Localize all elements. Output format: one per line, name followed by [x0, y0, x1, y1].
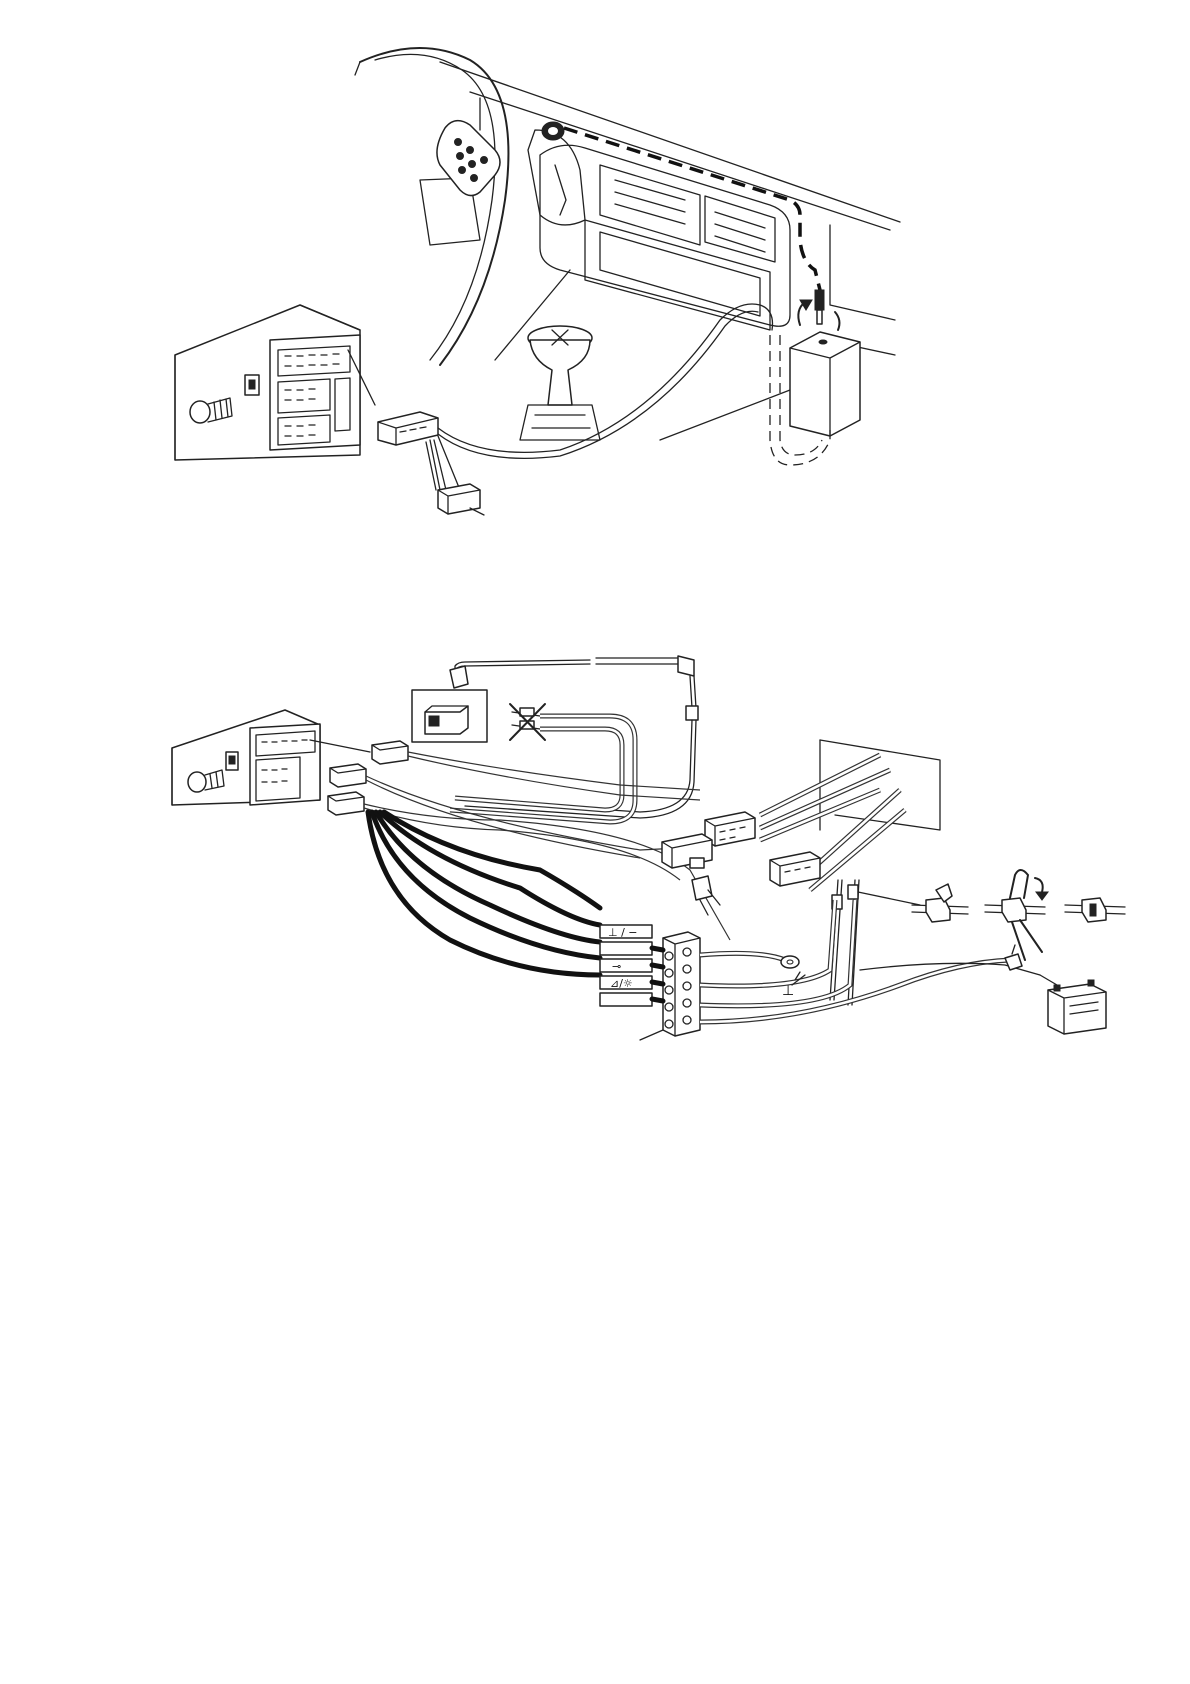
ground-symbol: ⊥: [782, 983, 794, 999]
vehicle-harness: [662, 740, 940, 890]
label-illumination: ⊿/☼: [610, 977, 633, 990]
fuse-holder: [692, 876, 720, 915]
radio-unit-rear-2: [172, 710, 370, 805]
steering-remote-control: [437, 121, 500, 196]
ground-terminal: ⊥: [781, 956, 805, 999]
steering-wheel: [355, 48, 508, 365]
cd-changer: [412, 690, 487, 742]
wire-tap-step-1: [912, 884, 968, 922]
wire-tap-step-2-pliers: [985, 870, 1048, 960]
radio-unit-rear: [175, 305, 375, 460]
iso-connector-plug: [378, 412, 438, 445]
microphone: [542, 122, 564, 140]
figure-1-dashboard-installation: [0, 0, 1190, 560]
label-ground-minus: ⊥ / −: [608, 926, 638, 939]
harness-wires: [426, 304, 773, 490]
secondary-plug: [438, 484, 484, 515]
adapter-box: [790, 332, 860, 436]
gear-stick: [520, 326, 600, 440]
tap-connectors-vertical: [830, 880, 920, 1005]
crossed-out-connectors: [510, 704, 545, 740]
car-battery: [1040, 975, 1106, 1034]
figure-2-wiring-connection: ⊥ / − ⊸ ⊿/☼ ⊥: [0, 600, 1190, 1160]
jack-plug: [798, 290, 839, 330]
microphone-cable: [564, 128, 820, 290]
label-ignition: ⊸: [612, 960, 621, 973]
wire-tap-step-3: [1065, 898, 1125, 922]
wire-label-tubes: ⊥ / − ⊸ ⊿/☼: [600, 925, 663, 1006]
